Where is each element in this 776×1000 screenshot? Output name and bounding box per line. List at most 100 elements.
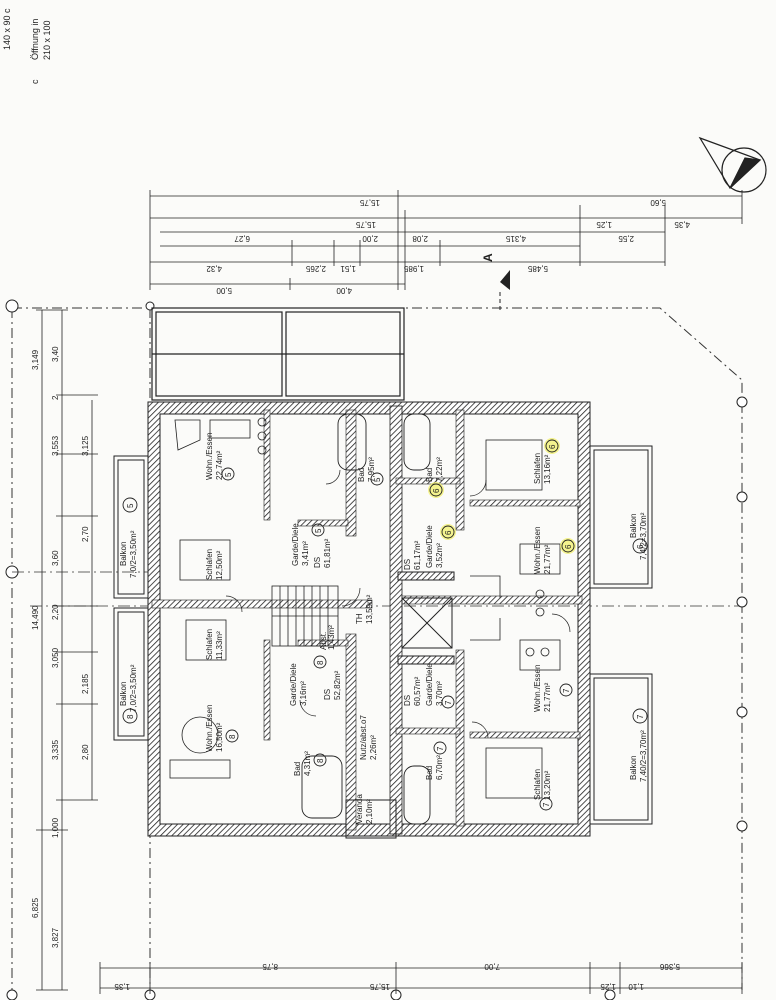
room-wohn8-area: 16,50m² — [215, 722, 224, 752]
dim-top-9: 4,315 — [505, 234, 526, 243]
balconies — [113, 445, 653, 825]
dim-bottom-7: 5,366 — [659, 962, 680, 971]
dim-top-5: 4,35 — [674, 220, 690, 229]
room-schlafen8-name: Schlafen — [205, 629, 214, 660]
room-garde8-area: 3,16m² — [299, 681, 308, 706]
room-balkon5-area: 7,0/2=3,50m² — [129, 530, 138, 578]
room-bad6-num: 6 — [432, 488, 441, 493]
dim-left-16: 3,827 — [51, 927, 60, 948]
dim-bottom-6: 1,10 — [628, 982, 644, 991]
furniture — [169, 417, 561, 799]
room-ds8-name: DS — [323, 689, 332, 700]
room-wohn6-area: 21,77m² — [543, 544, 552, 574]
room-balkon5-num: 5 — [126, 503, 135, 508]
room-nutz-area: 2,26m² — [369, 735, 378, 760]
room-bad7-name: Bad — [425, 766, 434, 780]
corner-text-3: 210 x 100 — [42, 20, 52, 60]
room-schlafen7-name: Schlafen — [533, 769, 542, 800]
door-swings — [225, 469, 571, 739]
room-abst-name: Abst. — [319, 632, 328, 650]
room-ds7-name: DS — [403, 695, 412, 706]
room-bad8-num: 8 — [316, 758, 325, 763]
room-ds5-name: DS — [313, 557, 322, 568]
dim-top-3: 5,60 — [650, 198, 666, 207]
room-ds5-area: 61,81m² — [323, 538, 332, 568]
room-balkon7-area: 7,40/2=3,70m² — [639, 730, 648, 782]
room-balkon8-num: 8 — [126, 714, 135, 719]
room-bad8-name: Bad — [293, 762, 302, 776]
room-balkon7-name: Balkon — [629, 756, 638, 780]
room-ds7-area: 60,57m² — [413, 676, 422, 706]
room-wohn5-name: Wohn./Essen — [205, 433, 214, 480]
dim-top-1: 15,75 — [359, 198, 380, 207]
room-garde7-area: 3,70m² — [435, 681, 444, 706]
dim-left-10: 3,050 — [51, 647, 60, 668]
room-schlafen6-num: 6 — [548, 444, 557, 449]
dim-top-14: 1,985 — [403, 264, 424, 273]
elevator-shaft — [397, 571, 455, 665]
room-ds6-area: 61,17m² — [413, 540, 422, 570]
corner-mark: c — [30, 79, 40, 84]
room-garde5-area: 3,41m² — [301, 541, 310, 566]
room-wohn8-num: 8 — [228, 734, 237, 739]
room-wohn6-num: 6 — [564, 544, 573, 549]
room-balkon7-num: 7 — [636, 714, 645, 719]
dim-top-2: 15,75 — [355, 220, 376, 229]
room-th-name: TH — [355, 613, 364, 624]
top-dimension-labels: 15,75 15,75 5,60 1,25 4,35 6,27 2,00 2,0… — [206, 198, 690, 295]
room-balkon6-name: Balkon — [629, 514, 638, 538]
room-schlafen8-area: 11,33m² — [215, 631, 224, 660]
dim-top-4: 1,25 — [596, 220, 612, 229]
building-walls — [147, 401, 591, 837]
room-garde5-num: 5 — [314, 528, 323, 533]
bottom-dimension-labels: 1,35 8,75 15,75 7,00 1,25 1,10 5,366 — [114, 962, 680, 991]
dim-left-1: 3,149 — [31, 349, 40, 370]
dim-left-4: 3,553 — [51, 435, 60, 456]
room-wohn8-name: Wohn./Essen — [205, 705, 214, 752]
unit-circles — [122, 439, 648, 811]
dim-bottom-3: 15,75 — [369, 982, 390, 991]
room-bad7-area: 6,70m² — [435, 755, 444, 780]
dim-bottom-4: 7,00 — [484, 962, 500, 971]
corner-text-2: Öffnung in — [30, 19, 40, 60]
dim-top-10: 2,55 — [618, 234, 634, 243]
room-wohn5-area: 22,74m² — [215, 450, 224, 480]
dim-top-6: 6,27 — [234, 234, 250, 243]
room-ds6-name: DS — [403, 559, 412, 570]
dim-bottom-2: 8,75 — [262, 962, 278, 971]
bathtubs — [301, 413, 431, 825]
room-balkon6-num: 6 — [636, 544, 645, 549]
boundary-markers — [5, 299, 748, 1000]
left-dimensions — [36, 309, 98, 991]
dim-left-3: 2 — [51, 395, 60, 400]
dim-left-7: 2,70 — [81, 526, 90, 542]
north-arrow-icon — [698, 136, 767, 193]
room-bad5-name: Bad — [357, 468, 366, 482]
room-bad6-name: Bad — [425, 468, 434, 482]
room-ds8-area: 52,82m² — [333, 670, 342, 700]
room-wohn5-num: 5 — [224, 472, 233, 477]
dim-top-13: 1,51 — [340, 264, 356, 273]
room-th-area: 13,59m² — [365, 594, 374, 624]
corner-note: 140 x 90 c Öffnung in 210 x 100 c — [2, 8, 52, 84]
section-marker: A — [481, 253, 510, 310]
room-wohn7-area: 21,77m² — [543, 682, 552, 712]
room-garde8-num: 8 — [316, 660, 325, 665]
dim-top-12: 2,265 — [305, 264, 326, 273]
dim-bottom-5: 1,25 — [600, 982, 616, 991]
room-balkon6-area: 7,4/2=3,70m² — [639, 512, 648, 560]
staircase — [271, 585, 339, 647]
top-dimensions — [149, 190, 743, 290]
parking-spaces — [151, 307, 405, 401]
highlight-marks — [428, 438, 576, 554]
room-balkon5-name: Balkon — [119, 542, 128, 566]
room-schlafen5-name: Schlafen — [205, 549, 214, 580]
axis-lines — [12, 571, 740, 607]
bottom-dimensions — [99, 962, 743, 994]
corner-text-1: 140 x 90 c — [2, 8, 12, 50]
room-abst-area: 1,43m² — [327, 625, 336, 650]
room-bad8-area: 4,31m² — [303, 751, 312, 776]
dim-top-17: 4,00 — [336, 286, 352, 295]
dim-top-8: 2,08 — [412, 234, 428, 243]
